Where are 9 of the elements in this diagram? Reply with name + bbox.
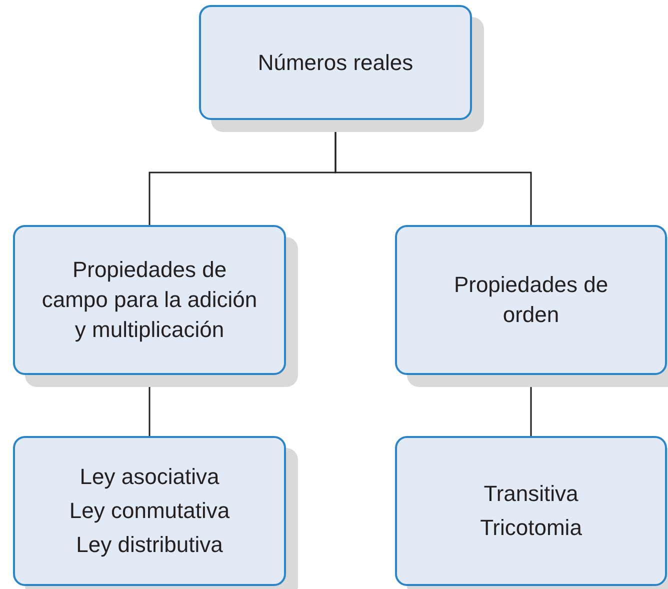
- box-text: Números reales: [258, 48, 414, 76]
- box-text: Transitiva: [484, 480, 578, 508]
- box-text: Ley distributiva: [76, 531, 223, 559]
- concept-box: [395, 436, 667, 586]
- box-text: Ley asociativa: [80, 463, 220, 491]
- box-text: Propiedades de campo para la adición y multiplicación: [40, 256, 258, 344]
- box-text: Ley conmutativa: [69, 497, 230, 525]
- box-text: Propiedades de orden: [452, 271, 610, 329]
- box-text: Tricotomia: [480, 514, 582, 542]
